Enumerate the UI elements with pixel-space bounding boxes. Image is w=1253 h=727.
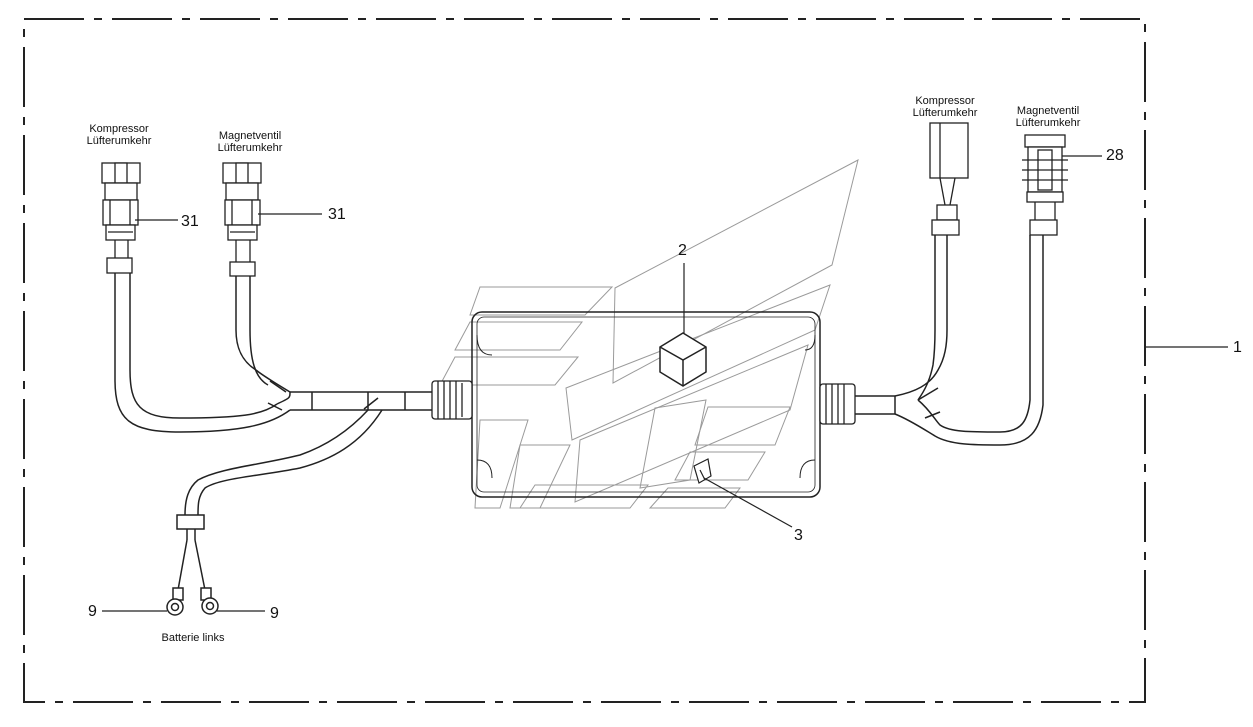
callout-9-right: 9: [270, 605, 279, 622]
right-valve-connector: [1022, 134, 1068, 236]
right-cable-gland: [819, 383, 856, 425]
decal-outline: [439, 159, 859, 509]
right-compressor-connector: [929, 122, 969, 236]
relay-component: [659, 332, 707, 387]
left-compressor-connector: [101, 162, 141, 274]
right-harness: [855, 235, 1044, 446]
callout-31-right: 31: [328, 206, 346, 223]
left-valve-connector: [222, 162, 262, 277]
callout-31-left: 31: [181, 213, 199, 230]
right-valve-label: Magnetventil Lüfterumkehr: [1015, 105, 1081, 129]
battery-label: Batterie links: [161, 632, 225, 644]
callout-9-left: 9: [88, 603, 97, 620]
left-valve-label: Magnetventil Lüfterumkehr: [217, 130, 283, 154]
callout-1: 1: [1233, 339, 1242, 356]
callout-2: 2: [678, 242, 687, 259]
right-compressor-label: Kompressor Lüfterumkehr: [912, 95, 978, 119]
control-box: [471, 311, 821, 498]
left-harness: [114, 273, 432, 616]
left-compressor-label: Kompressor Lüfterumkehr: [86, 123, 152, 147]
callout-28: 28: [1106, 147, 1124, 164]
fuse-component: [693, 458, 712, 484]
callout-3: 3: [794, 527, 803, 544]
callout-leaders: [102, 155, 1228, 612]
left-cable-gland: [431, 380, 473, 420]
assembly-border: [23, 18, 1146, 703]
